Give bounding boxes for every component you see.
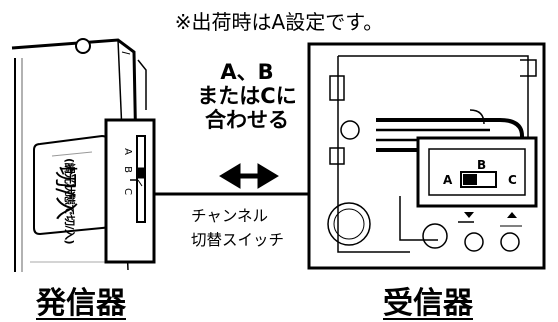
receiver-switch-box <box>416 136 538 208</box>
instruction-line-2: またはCに <box>197 84 297 108</box>
instruction-line-1: A、B <box>220 60 274 84</box>
receiver-switch-letter-b: B <box>477 158 487 172</box>
channel-switch-line-2: 切替スイッチ <box>191 231 285 249</box>
instruction-line-3: 合わせる <box>205 108 289 132</box>
transmitter-switch-letter-a: A <box>121 148 133 155</box>
transmitter-switch-box <box>104 118 156 264</box>
button-sub-label: (調光状態で切/入) <box>63 158 76 245</box>
receiver-caption: 受信器 <box>383 286 473 321</box>
instruction-text: A、B またはCに 合わせる <box>188 60 306 132</box>
transmitter-caption: 発信器 <box>36 286 126 321</box>
channel-switch-label: チャンネル 切替スイッチ <box>191 204 311 252</box>
transmitter-switch-letter-c: C <box>121 188 133 195</box>
transmitter-switch-letter-b: B <box>121 166 133 173</box>
shipping-note: ※出荷時はA設定です。 <box>174 10 384 34</box>
channel-switch-line-1: チャンネル <box>191 207 269 225</box>
double-arrow-icon <box>219 163 279 189</box>
receiver-switch-letter-c: C <box>508 173 517 187</box>
receiver-switch-letter-a: A <box>443 173 453 187</box>
